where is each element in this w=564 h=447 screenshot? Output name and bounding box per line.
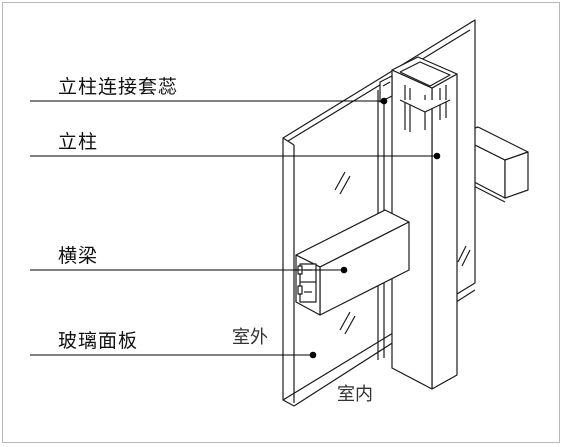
mullion-connector — [379, 75, 393, 103]
leader-dot-glass-panel — [309, 351, 317, 359]
image-border — [2, 2, 560, 443]
label-mullion-connector: 立柱连接套蕊 — [58, 76, 179, 98]
mullion — [391, 56, 458, 390]
leader-dot-mullion-connector — [380, 97, 388, 105]
leader-dot-mullion — [433, 152, 441, 160]
label-interior: 室内 — [337, 384, 373, 405]
label-transom: 横梁 — [58, 245, 99, 267]
label-glass-panel: 玻璃面板 — [58, 330, 139, 352]
leader-dot-transom — [340, 266, 348, 274]
label-mullion: 立柱 — [58, 131, 99, 153]
label-exterior: 室外 — [232, 327, 268, 348]
